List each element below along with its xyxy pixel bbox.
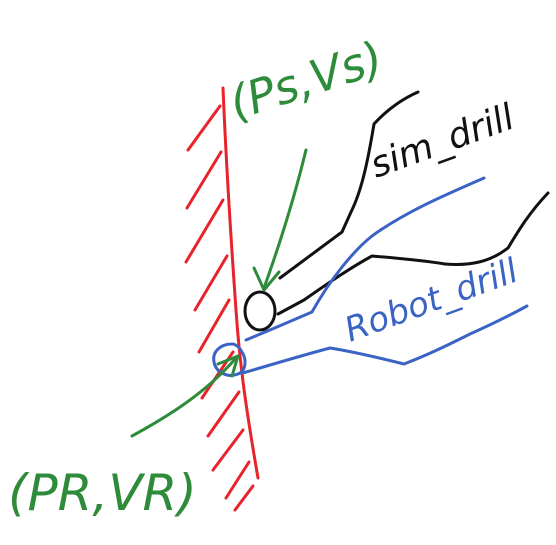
sim-drill	[243, 90, 550, 332]
robot-drill-lower-edge	[241, 304, 529, 375]
sim-drill-upper-edge	[278, 90, 420, 280]
wall-hatching	[184, 104, 255, 512]
sim-drill-lower-edge	[276, 191, 550, 316]
wall	[184, 86, 260, 512]
arrows	[130, 148, 308, 438]
sim-state-label: (Ps,Vs)	[223, 30, 390, 130]
sim-drill-tip	[243, 290, 277, 332]
robot-state-arrowhead	[216, 354, 240, 378]
robot-drill-tip	[212, 342, 247, 377]
svg-text:(PR,VR): (PR,VR)	[8, 464, 197, 522]
robot-state-arrow	[130, 356, 238, 438]
robot-drill-upper-edge	[244, 176, 486, 342]
robot-state-label: (PR,VR)	[8, 464, 197, 522]
robot-drill-label: Robot_drill	[339, 251, 523, 351]
robot-state-text: (PR,VR)	[8, 464, 197, 522]
sim-state-arrowhead	[252, 266, 281, 292]
robot-drill	[212, 176, 529, 377]
sim-state-arrow	[262, 148, 308, 290]
wall-surface-line	[221, 86, 260, 480]
